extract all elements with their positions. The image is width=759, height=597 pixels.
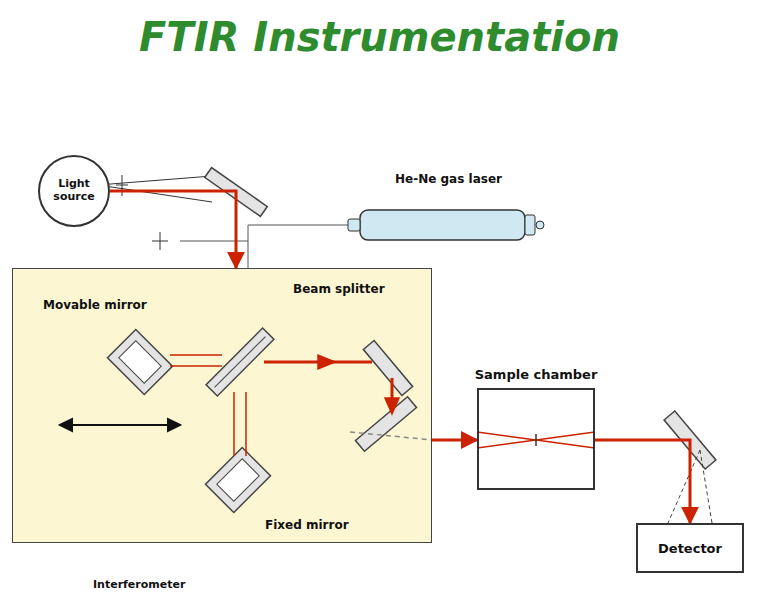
node-label: Detector bbox=[658, 541, 722, 556]
node-label: Light source bbox=[40, 178, 108, 203]
detector-box: Detector bbox=[636, 523, 744, 573]
output-mirror bbox=[363, 341, 412, 396]
beam-splitter bbox=[206, 328, 274, 396]
interferometer-fill bbox=[12, 268, 432, 543]
focus-mirror bbox=[355, 397, 416, 451]
ir-beams bbox=[170, 355, 432, 456]
sample-chamber-box: Sample chamber bbox=[477, 388, 595, 490]
beam-path bbox=[595, 440, 690, 523]
beam-path bbox=[432, 439, 477, 442]
beam-path bbox=[110, 191, 236, 268]
part-label: Fixed mirror bbox=[262, 518, 352, 532]
diagram-title: FTIR Instrumentation bbox=[0, 14, 759, 60]
part-label: Beam splitter bbox=[290, 282, 388, 296]
focus-beam bbox=[477, 432, 595, 448]
part-label: Movable mirror bbox=[40, 298, 150, 312]
laser-label: He-Ne gas laser bbox=[392, 172, 505, 186]
chamber-fill bbox=[477, 388, 595, 490]
source-circle: Light source bbox=[38, 155, 110, 227]
motion-arrow bbox=[60, 419, 180, 431]
source-rays bbox=[98, 175, 212, 250]
node-label: Sample chamber bbox=[475, 367, 598, 382]
movable-mirror bbox=[107, 329, 172, 394]
fixed-mirror bbox=[205, 447, 270, 512]
node-label: Interferometer bbox=[93, 578, 185, 591]
